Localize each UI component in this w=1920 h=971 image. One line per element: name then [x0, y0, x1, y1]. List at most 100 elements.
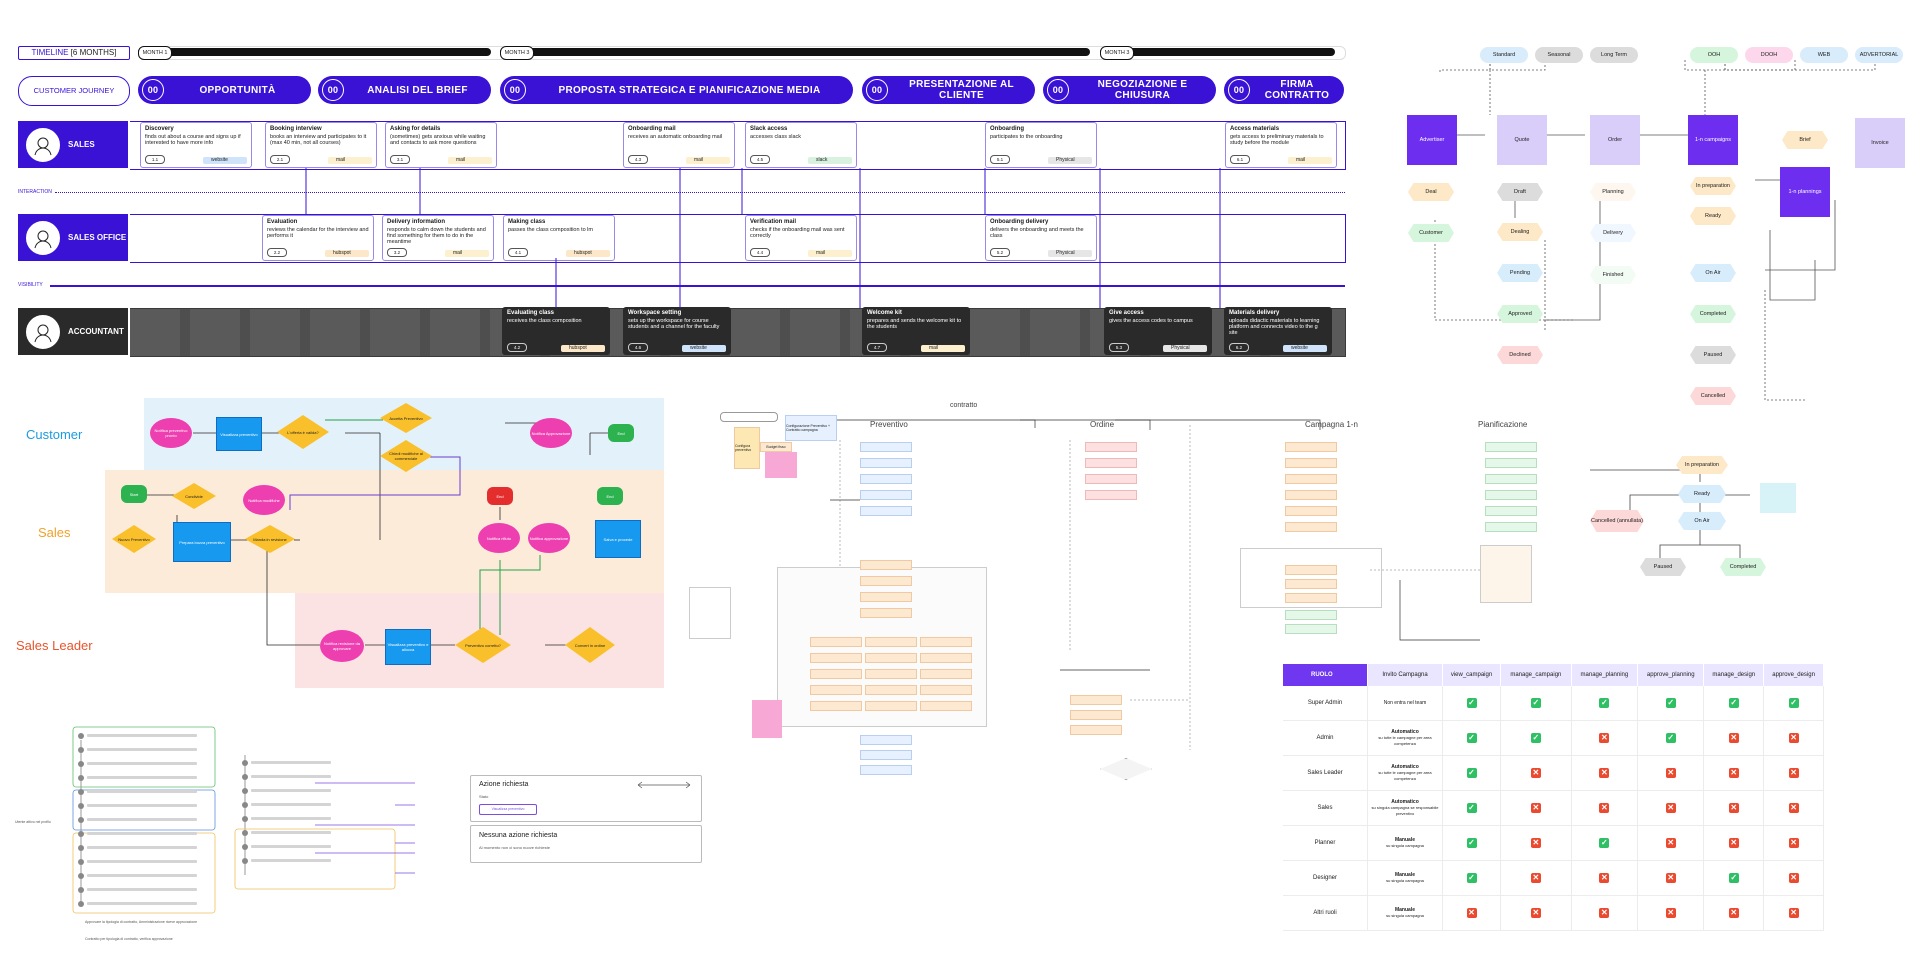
permission-cell: ✓ [1571, 825, 1639, 861]
card-index: 5.1 [990, 155, 1010, 164]
activity-text [87, 846, 197, 849]
grid-cell [865, 669, 917, 679]
card-description: receives an automatic onboarding mail [628, 134, 723, 140]
swimlane-flowchart: Customer Sales Sales Leader Notifica pre… [0, 395, 670, 700]
invite-detail: su singola campagna [1386, 913, 1424, 918]
node-visualizza-allocca: Visualizza preventivo e allocca [385, 629, 431, 665]
phase-label: PROPOSTA STRATEGICA E PIANIFICAZIONE MED… [558, 84, 821, 96]
node-notifica-rifiuto: Notifica rifiuto [478, 523, 520, 553]
activity-footer-1: Approvare la tipologia di contratto, Amm… [85, 920, 198, 924]
check-icon: ✓ [1599, 698, 1610, 708]
permission-cell: ✕ [1571, 720, 1639, 756]
cross-icon: ✕ [1788, 873, 1799, 883]
activity-dot [78, 733, 84, 739]
hex-customer: Customer [1408, 224, 1454, 242]
activity-dot [78, 803, 84, 809]
cross-icon: ✕ [1599, 803, 1610, 813]
invite-mode: Automatico [1391, 799, 1419, 805]
journey-card[interactable]: Asking for details(sometimes) gets anxio… [385, 122, 497, 168]
role-cell: Super Admin [1283, 686, 1368, 721]
planner-item [1085, 458, 1137, 468]
card-description: reviews the calendar for the interview a… [267, 227, 369, 239]
hex-finished: Finished [1590, 266, 1636, 284]
card-channel-tag: mail [686, 157, 730, 164]
entity-box: Advertiser [1407, 115, 1457, 165]
card-index: 6.1 [1230, 155, 1250, 164]
card-index: 4.3 [628, 155, 648, 164]
card-index: 5.3 [1109, 343, 1129, 352]
action-button[interactable]: Visualizza preventivo [479, 804, 537, 815]
planner-item [860, 490, 912, 500]
activity-text [87, 832, 197, 835]
card-description: participates to the onboarding [990, 134, 1063, 140]
invite-detail: su singola campagna se responsabile prev… [1371, 805, 1439, 816]
grid-cell [860, 608, 912, 618]
card-title: Discovery [145, 126, 174, 132]
card-index: 4.1 [508, 248, 528, 257]
card-index: 1.1 [145, 155, 165, 164]
activity-dot [242, 802, 248, 808]
month-label-2: MONTH 3 [500, 46, 534, 60]
lane-label-customer: Customer [26, 427, 83, 442]
card-description: responds to calm down the students and f… [387, 227, 486, 245]
cross-icon: ✕ [1728, 768, 1739, 778]
card-title: Delivery information [387, 219, 446, 225]
planner-side-panel [689, 587, 731, 639]
role-cell: Planner [1283, 825, 1368, 861]
planner-item [1085, 474, 1137, 484]
card-title: Access materials [1230, 126, 1280, 132]
activity-text [87, 888, 197, 891]
card-description: delivers the onboarding and meets the cl… [990, 227, 1084, 239]
entity-box: Invoice [1855, 118, 1905, 168]
type-chip: Standard [1480, 47, 1528, 63]
role-cell: Admin [1283, 720, 1368, 756]
grid-cell [920, 653, 972, 663]
entity-box: 1-n plannings [1780, 167, 1830, 217]
column-header: approve_design [1763, 664, 1824, 686]
permission-cell: ✓ [1442, 686, 1502, 721]
activity-text [87, 902, 197, 905]
node-visualizza-preventivo: Visualizza preventivo [216, 417, 262, 451]
node-notifica-revisione: Notifica revisione da approvare [320, 630, 364, 662]
phase-label: PRESENTAZIONE AL CLIENTE [909, 79, 1014, 101]
node-notifica-preventivo: Notifica preventivo pronto [150, 418, 192, 448]
permission-cell: ✕ [1500, 825, 1572, 861]
journey-card[interactable]: Delivery information responds to calm dow… [382, 215, 494, 261]
type-chip: Seasonal [1535, 47, 1583, 63]
grid-cell [810, 637, 862, 647]
month-bar-1 [138, 48, 491, 56]
column-header-role: RUOLO [1283, 664, 1368, 686]
activity-text [251, 803, 331, 806]
cross-icon: ✕ [1665, 768, 1676, 778]
flow-connectors [140, 419, 610, 646]
activity-text [251, 859, 331, 862]
action-required-card[interactable]: Azione richiesta Stato Visualizza preven… [470, 775, 702, 822]
node-start: Start [121, 485, 147, 503]
invite-mode: Manuale [1394, 907, 1415, 913]
permission-cell: ✕ [1571, 790, 1639, 826]
card-channel-tag: mail [921, 345, 965, 352]
node-salva-procede: Salva e procede [595, 520, 641, 558]
planner-header-preventivo: Preventivo [870, 420, 908, 429]
phase-number: 00 [866, 79, 888, 101]
